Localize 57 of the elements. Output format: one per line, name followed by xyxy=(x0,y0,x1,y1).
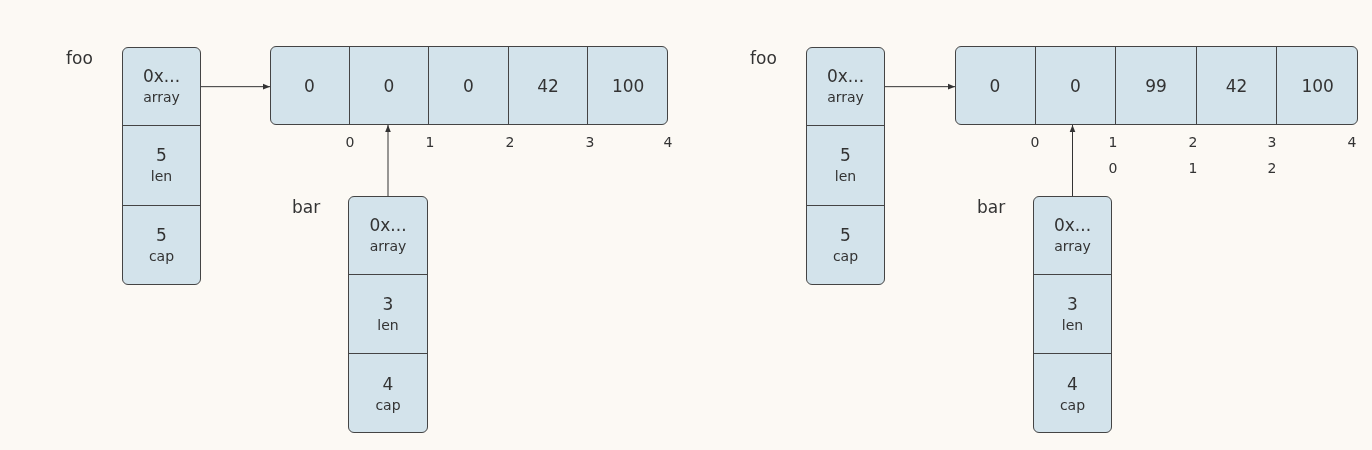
arrow xyxy=(884,83,956,90)
index-label: 2 xyxy=(1188,134,1198,150)
array-element: 100 xyxy=(588,46,668,125)
variable-name: bar xyxy=(292,197,321,217)
array-box xyxy=(955,46,1358,125)
field-value: 5 xyxy=(156,224,167,247)
array-element: 42 xyxy=(508,46,589,125)
index-label: 4 xyxy=(1347,134,1357,150)
field-name: cap xyxy=(1059,395,1086,415)
field-value: 5 xyxy=(156,144,167,167)
field-value: 5 xyxy=(840,224,851,247)
index-label: 1 xyxy=(1188,160,1198,176)
field-value: 5 xyxy=(840,144,851,167)
field-value: 0x... xyxy=(142,65,181,88)
variable-name: foo xyxy=(66,48,93,68)
array-element: 0 xyxy=(349,46,430,125)
index-label: 1 xyxy=(1108,134,1118,150)
field-name: cap xyxy=(375,395,401,415)
array-element: 0 xyxy=(955,46,1036,125)
index-label: 0 xyxy=(1030,134,1040,150)
field-name: array xyxy=(827,88,864,108)
field-name: array xyxy=(143,88,180,108)
index-label: 3 xyxy=(1267,134,1277,150)
arrow xyxy=(200,83,271,90)
index-label: 2 xyxy=(1267,160,1277,176)
index-label: 4 xyxy=(663,134,673,150)
field-value: 4 xyxy=(1067,372,1078,395)
arrow xyxy=(1069,124,1076,197)
variable-name: foo xyxy=(750,48,777,68)
field-name: array xyxy=(369,237,407,256)
field-name: len xyxy=(834,167,857,187)
array-box xyxy=(270,46,668,125)
field-value: 0x... xyxy=(1053,214,1092,236)
field-name: array xyxy=(1054,237,1091,256)
field-value: 4 xyxy=(382,372,394,395)
field-name: len xyxy=(1061,316,1084,335)
array-element: 99 xyxy=(1116,46,1197,125)
index-label: 2 xyxy=(505,134,515,150)
arrow xyxy=(385,124,391,197)
variable-name: bar xyxy=(977,197,1006,217)
index-label: 1 xyxy=(425,134,435,150)
field-name: len xyxy=(377,316,399,335)
index-label: 3 xyxy=(585,134,595,150)
array-element: 100 xyxy=(1277,46,1358,125)
index-label: 0 xyxy=(345,134,355,150)
array-element: 0 xyxy=(270,46,350,125)
field-value: 3 xyxy=(1067,293,1078,315)
field-value: 0x... xyxy=(369,214,407,236)
array-element: 0 xyxy=(429,46,509,125)
array-element: 42 xyxy=(1196,46,1278,125)
index-label: 0 xyxy=(1108,160,1118,176)
field-value: 3 xyxy=(382,293,394,315)
field-name: cap xyxy=(148,247,175,267)
field-value: 0x... xyxy=(826,65,865,88)
field-name: len xyxy=(150,167,173,187)
field-name: cap xyxy=(832,247,859,267)
array-element: 0 xyxy=(1035,46,1117,125)
